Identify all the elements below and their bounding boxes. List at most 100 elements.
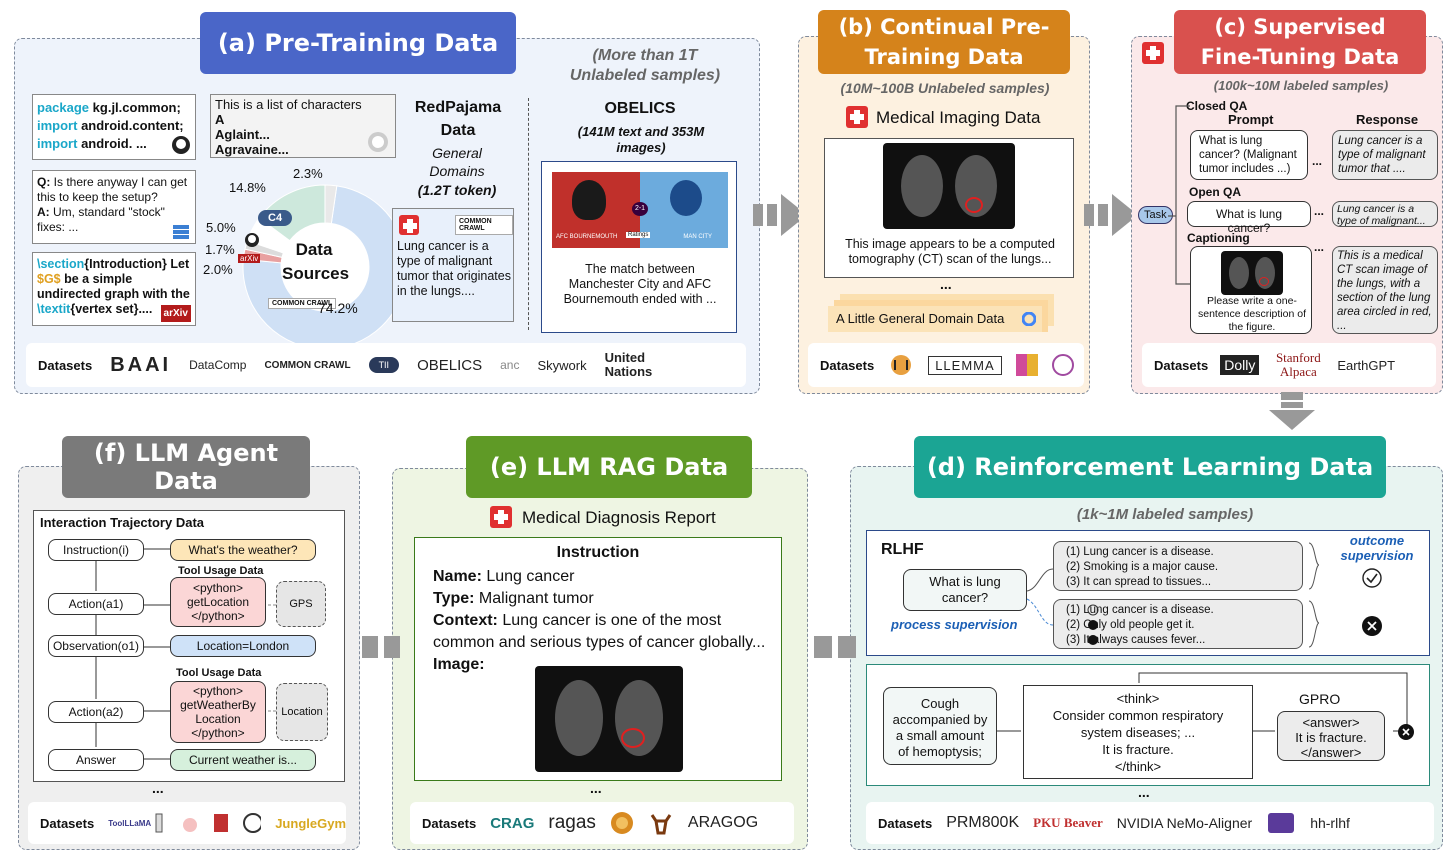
current-weather: Current weather is... (170, 749, 316, 771)
commoncrawl-dataset-logo: COMMON CRAWL (264, 359, 351, 371)
rl-title: (d) Reinforcement Learning Data (914, 436, 1386, 498)
datacomp-logo: DataComp (189, 358, 247, 372)
arxiv-logo: arXiv (160, 305, 191, 322)
github-icon (172, 136, 190, 154)
closed-response-box: Lung cancer is a type of malignant tumor… (1332, 130, 1438, 180)
process-marks (1087, 604, 1099, 645)
pie-label-50: 5.0% (206, 220, 236, 235)
agent-datasets-bar: Datasets ToolLLaMA JungleGym (28, 802, 346, 844)
obelics-logo: OBELICS (417, 356, 483, 374)
cross-icon (1398, 724, 1414, 740)
answer-box: <answer> It is fracture. </answer> (1277, 711, 1385, 761)
gpro-box: Cough accompanied by a small amount of h… (866, 664, 1430, 786)
medical-cross-icon (1142, 42, 1164, 64)
baai-logo: BAAI (110, 353, 172, 376)
outcome-responses: (1) Lung cancer is a disease. (2) Smokin… (1053, 541, 1303, 591)
c4-badge: C4 (258, 210, 293, 226)
code-kw: import (37, 118, 78, 133)
closed-prompt-box: What is lung cancer? (Malignant tumor in… (1190, 130, 1308, 180)
commoncrawl-small-logo: COMMON CRAWL (268, 298, 337, 309)
redpajama-title: RedPajama Data (414, 99, 502, 139)
continual-title: (b) Continual Pre-Training Data (818, 10, 1070, 74)
moose-icon (650, 814, 672, 835)
location-node: Location (276, 683, 328, 741)
agent-title: (f) LLM Agent Data (62, 436, 310, 498)
skywork-logo: Skywork (537, 357, 587, 373)
think-box: <think> Consider common respiratory syst… (1023, 685, 1253, 779)
closed-qa-label: Closed QA (1186, 99, 1248, 113)
divider (528, 98, 529, 330)
pie-label-742: 74.2% (318, 300, 358, 316)
open-prompt-box: What is lung cancer? (1187, 201, 1311, 235)
ct-scan-image (883, 143, 1015, 229)
rl-datasets-bar: Datasets PRM800K PKU Beaver NVIDIA NeMo-… (866, 802, 1434, 844)
united-nations-logo: United Nations (604, 350, 653, 379)
pie-label-148: 14.8% (229, 180, 266, 195)
ct-caption-box: This image appears to be a computed tomo… (824, 138, 1074, 278)
pku-beaver-logo: PKU Beaver (1033, 815, 1103, 830)
tool1-code: <python> getLocation </python> (170, 577, 266, 627)
process-supervision-label: process supervision (891, 617, 1018, 632)
red-robot-icon (213, 814, 228, 832)
pie-hole (281, 223, 369, 311)
match-text: The match between Manchester City and AF… (563, 262, 717, 306)
rl-note: (1k~1M labeled samples) (1076, 506, 1254, 523)
ellipsis: ... (152, 780, 164, 796)
medical-cross-icon (399, 215, 419, 235)
medical-cross-icon (846, 106, 868, 128)
observation-node: Observation(o1) (48, 635, 144, 657)
tool2-code: <python> getWeatherBy Location </python> (170, 681, 266, 743)
openalex-icon (1051, 354, 1074, 376)
obelics-title: OBELICS (604, 100, 676, 117)
tool-usage-label-2: Tool Usage Data (176, 667, 262, 679)
obelics-example: 2-1 Ratings AFC BOURNEMOUTH MAN CITY The… (541, 161, 737, 333)
code-kw: package (37, 100, 90, 115)
ellipsis: ... (590, 780, 602, 796)
earthgpt-logo: EarthGPT (1337, 357, 1396, 373)
toolllama-logo: ToolLLaMA (108, 818, 152, 828)
pretraining-title: (a) Pre-Training Data (200, 12, 516, 74)
qa-snippet: Q: Is there anyway I can get this to kee… (32, 170, 196, 244)
colorful-logo-icon (1015, 354, 1038, 376)
crag-logo: CRAG (490, 814, 535, 832)
sft-datasets-bar: Datasets Dolly Stanford Alpaca EarthGPT (1142, 343, 1436, 387)
prm800k-logo: PRM800K (946, 814, 1020, 831)
rag-ct-scan (535, 666, 683, 772)
cough-box: Cough accompanied by a small amount of h… (883, 687, 997, 765)
diagnosis-report-label: Medical Diagnosis Report (522, 508, 716, 527)
prompt-header: Prompt (1228, 112, 1274, 127)
sft-title: (c) Supervised Fine-Tuning Data (1174, 10, 1426, 74)
arrow-c-to-d (1269, 392, 1315, 430)
ct-scan-thumb (1221, 251, 1283, 295)
medical-imaging-label: Medical Imaging Data (876, 108, 1041, 127)
google-icon (1022, 312, 1036, 326)
open-response-box: Lung cancer is a type of malignant... (1332, 201, 1438, 227)
dolly-logo: Dolly (1220, 355, 1260, 375)
stackexchange-icon (173, 225, 189, 239)
medical-text-box: COMMON CRAWL Lung cancer is a type of ma… (392, 208, 514, 322)
task-bracket (1168, 105, 1190, 285)
arxiv-small-logo: arXiv (238, 254, 261, 263)
pie-center-label: Data Sources (282, 240, 350, 283)
open-qa-label: Open QA (1189, 185, 1242, 199)
llemma-logo: LLEMMA (928, 355, 1002, 375)
github-small-icon (245, 233, 259, 247)
pie-label-23: 2.3% (293, 166, 323, 181)
continual-note: (10M~100B Unlabeled samples) (840, 80, 1050, 96)
rlhf-question: What is lung cancer? (903, 569, 1027, 611)
ellipsis: ... (940, 276, 952, 292)
ellipsis: ... (1314, 204, 1325, 218)
purple-robot-icon (1268, 813, 1295, 833)
general-domain-label: A Little General Domain Data (828, 306, 1042, 332)
redpajama-sub: General Domains (429, 145, 485, 179)
latex-snippet: \section{Introduction} Let $G$ be a simp… (32, 252, 196, 326)
arrow-b-to-c (1084, 194, 1138, 236)
pie-label-17: 1.7% (205, 242, 235, 257)
code-snippet: package kg.jl.common; import android.con… (32, 94, 196, 160)
unicorn-icon (183, 818, 198, 832)
captioning-label: Captioning (1187, 231, 1250, 245)
hh-rlhf-logo: hh-rlhf (1310, 815, 1350, 831)
weather-question: What's the weather? (170, 539, 316, 561)
rag-instruction-box: Instruction Name: Lung cancer Type: Mali… (414, 537, 782, 781)
arrow-a-to-b (753, 194, 807, 236)
